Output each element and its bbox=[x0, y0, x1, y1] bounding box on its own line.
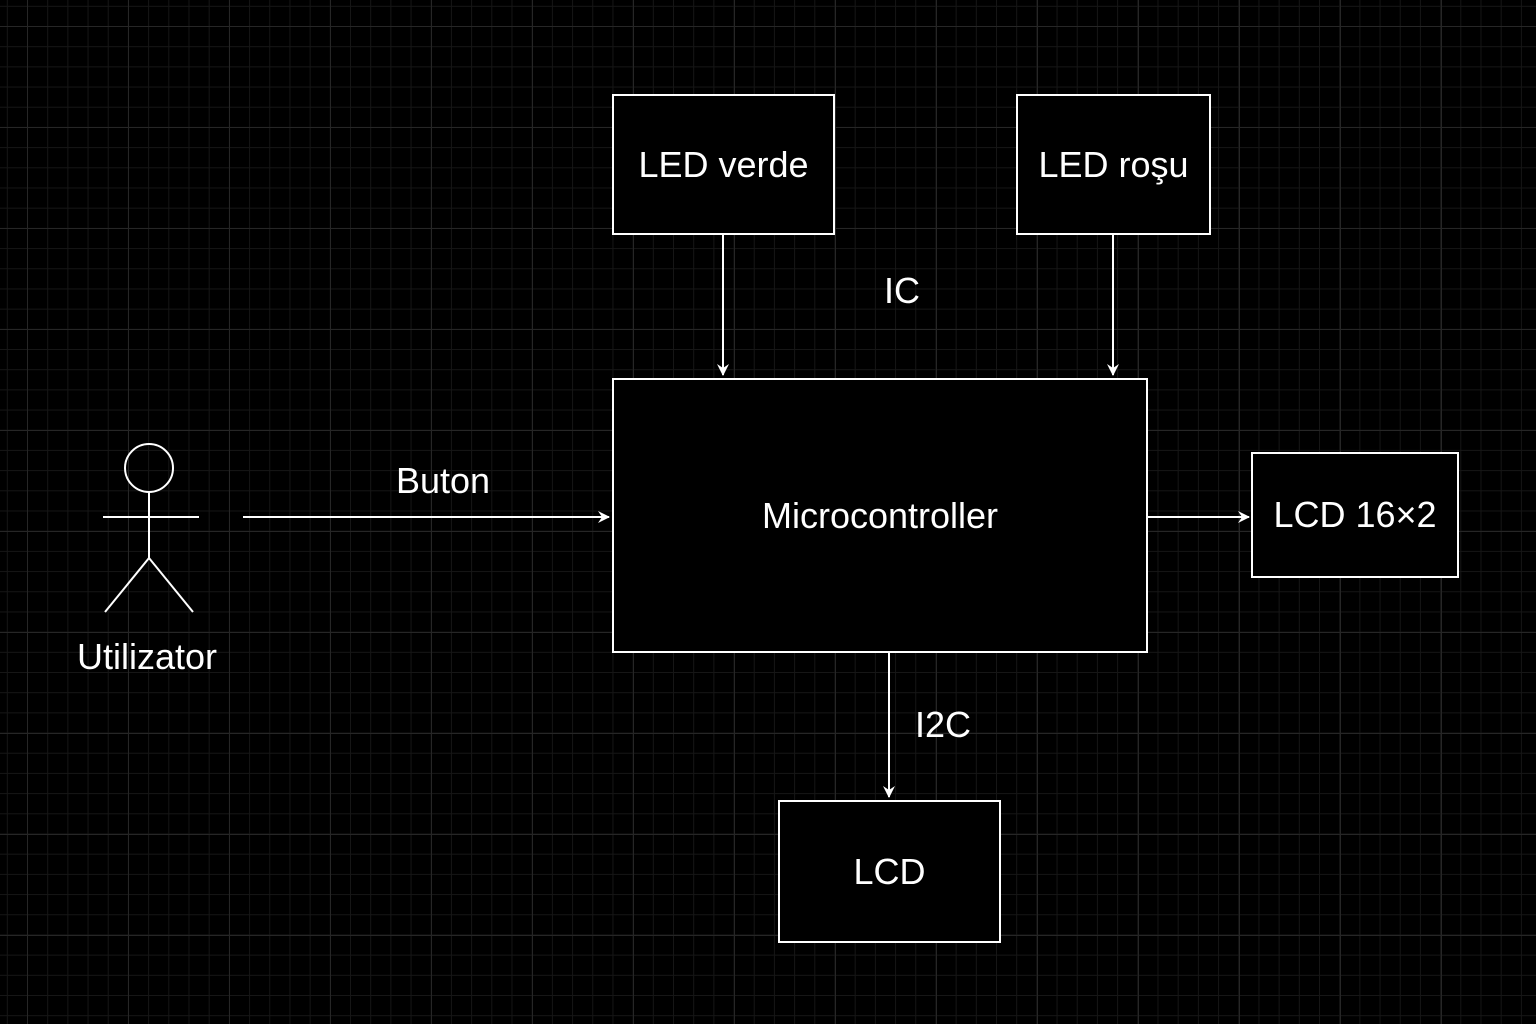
node-lcd-16x2[interactable]: LCD 16×2 bbox=[1251, 452, 1459, 578]
actor-stick-figure-icon[interactable] bbox=[103, 443, 199, 613]
node-led-rosu[interactable]: LED roşu bbox=[1016, 94, 1211, 235]
actor-label: Utilizator bbox=[77, 636, 218, 677]
node-lcd-label: LCD bbox=[853, 850, 926, 892]
node-led-verde[interactable]: LED verde bbox=[612, 94, 835, 235]
node-led-verde-label: LED verde bbox=[638, 143, 809, 185]
floating-label-ic: IC bbox=[884, 270, 920, 311]
node-led-rosu-label: LED roşu bbox=[1038, 143, 1189, 185]
edge-label-i2c: I2C bbox=[915, 704, 972, 745]
edge-label-buton: Buton bbox=[396, 460, 491, 501]
node-microcontroller-label: Microcontroller bbox=[761, 494, 999, 536]
node-microcontroller[interactable]: Microcontroller bbox=[612, 378, 1148, 653]
node-lcd[interactable]: LCD bbox=[778, 800, 1001, 943]
node-lcd-16x2-label: LCD 16×2 bbox=[1273, 494, 1437, 535]
